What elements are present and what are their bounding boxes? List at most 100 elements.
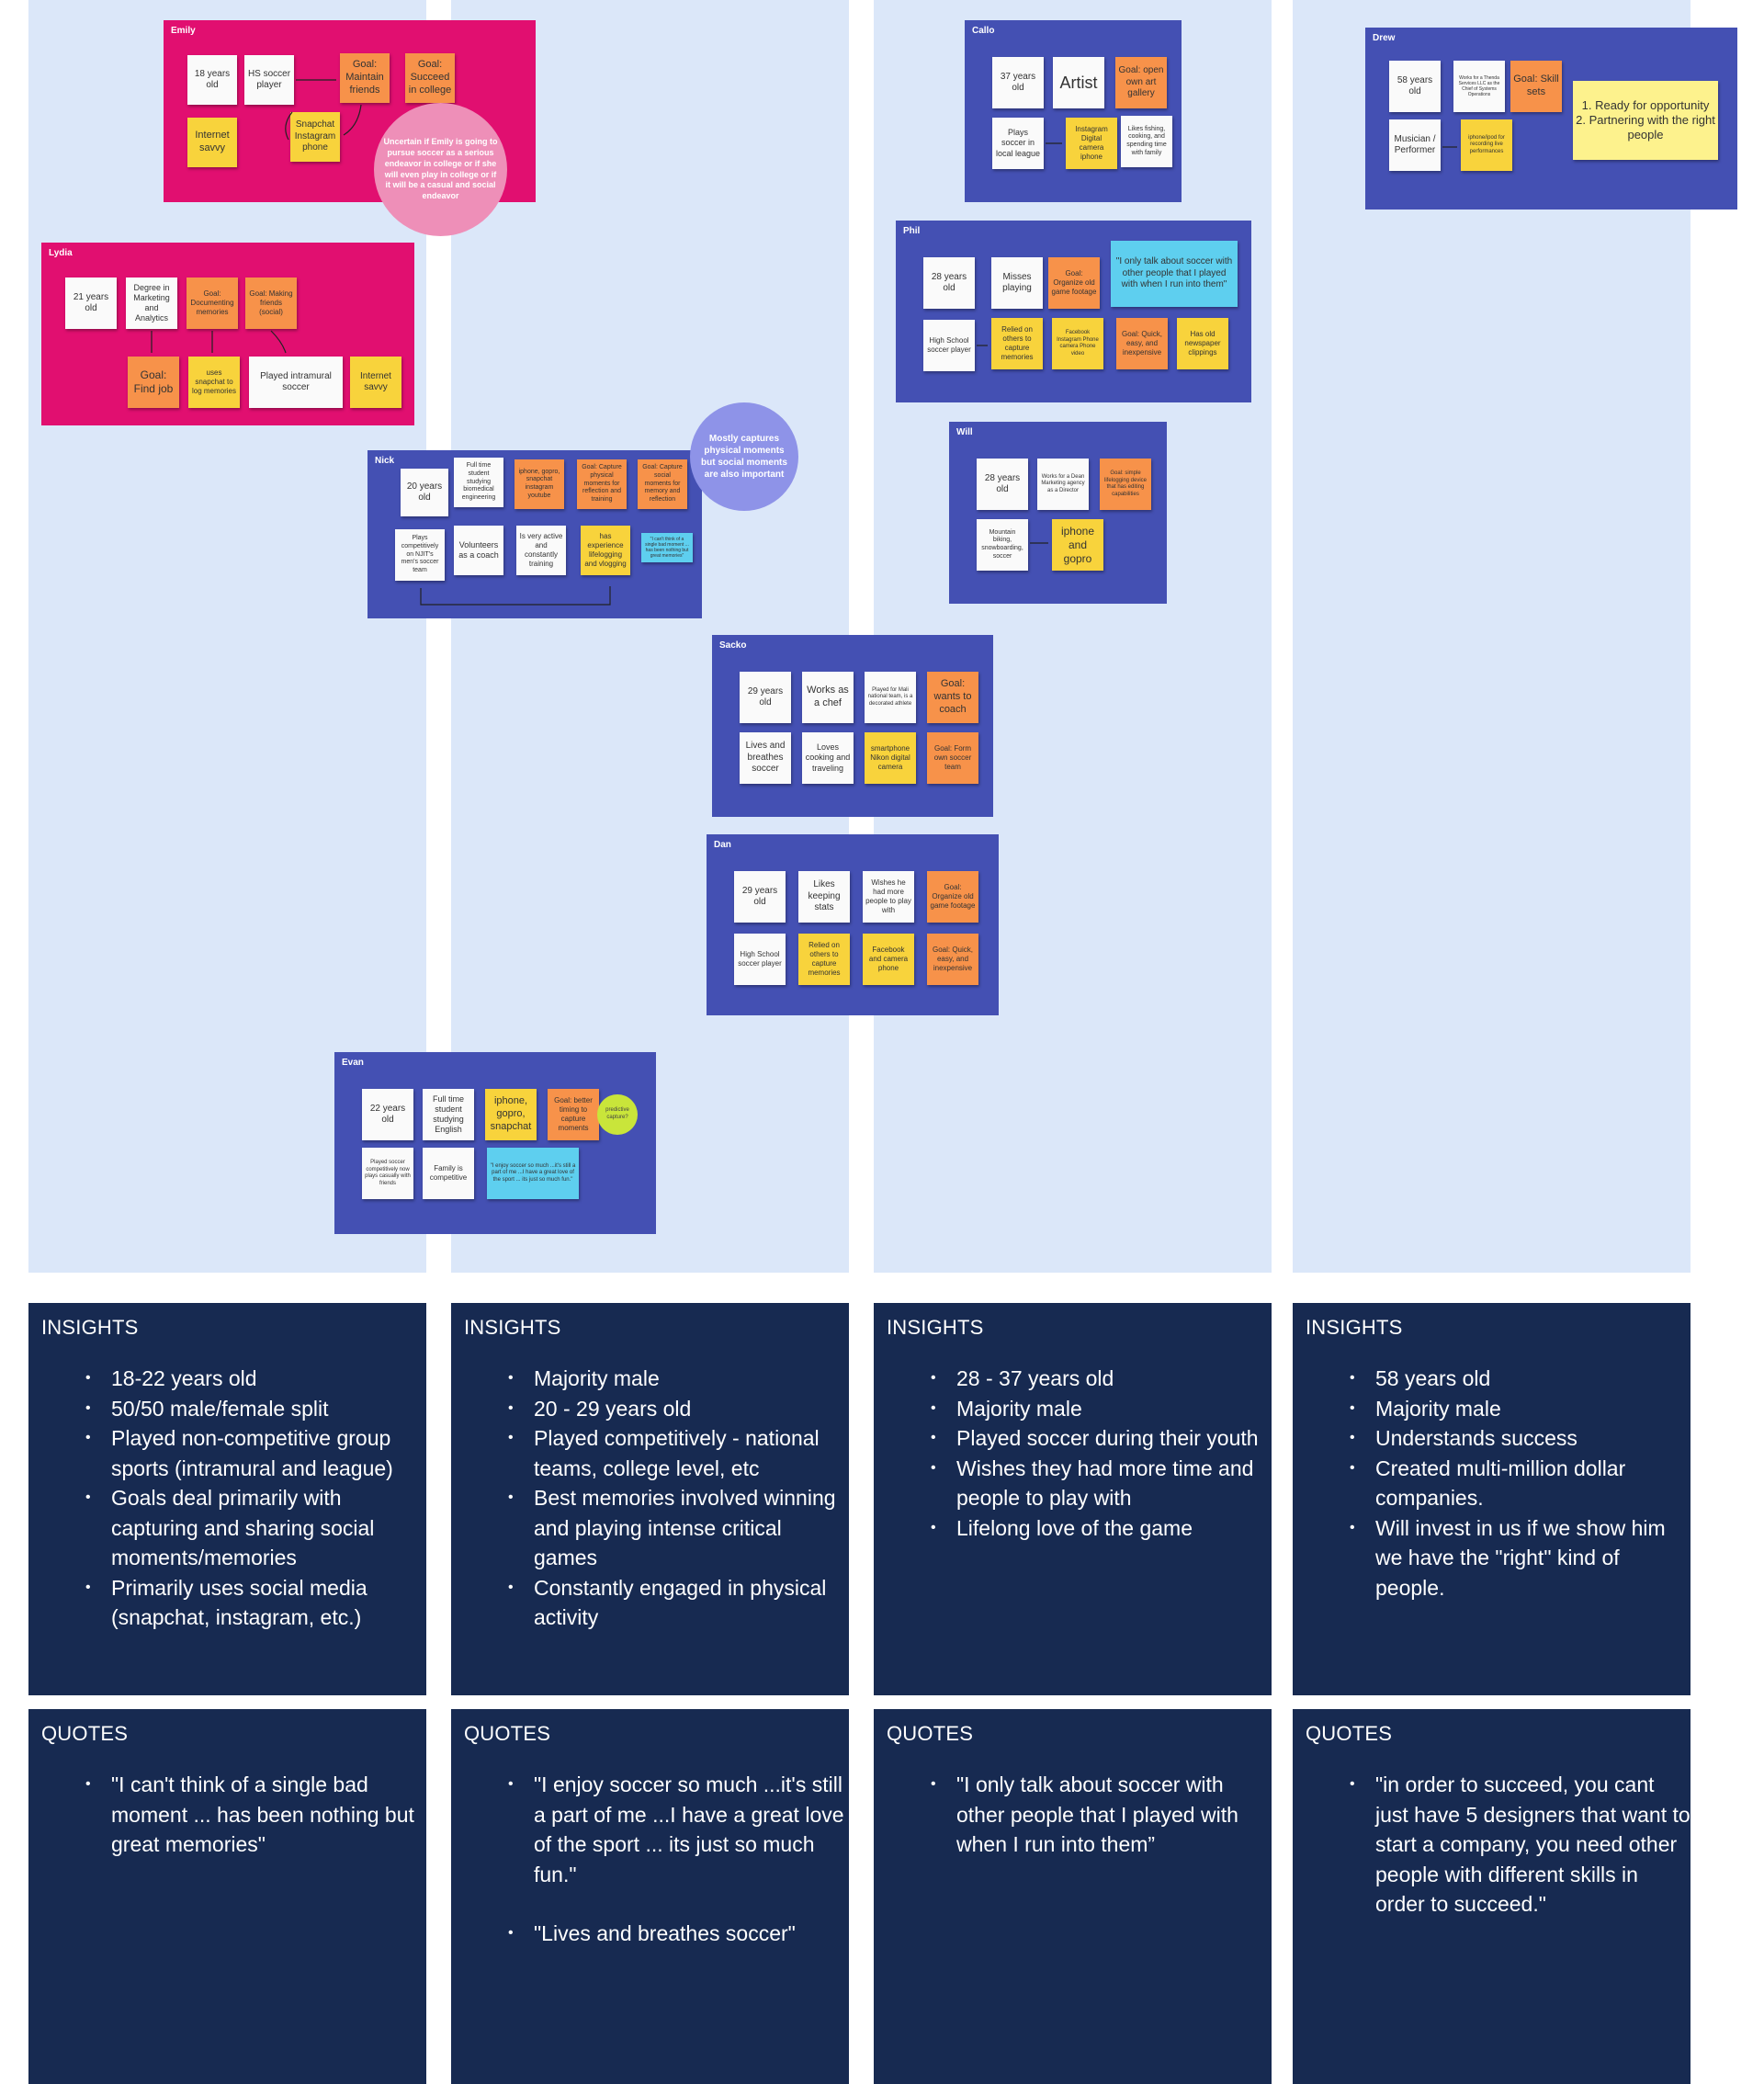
annotation-circle[interactable]: Uncertain if Emily is going to pursue so… (374, 103, 507, 236)
insight-item: Understands success (1350, 1423, 1690, 1454)
sticky-note[interactable]: 29 years old (740, 672, 791, 723)
sticky-note[interactable]: Works as a chef (802, 672, 854, 723)
sticky-note[interactable]: Works for a Dean Marketing agency as a D… (1037, 459, 1089, 510)
sticky-note[interactable]: Lives and breathes soccer (740, 732, 791, 784)
sticky-note[interactable]: 58 years old (1389, 61, 1441, 112)
sticky-note[interactable]: Internet savvy (187, 118, 237, 167)
sticky-note[interactable]: Plays soccer in local league (992, 118, 1044, 169)
sticky-note[interactable]: uses snapchat to log memories (188, 357, 240, 408)
sticky-note[interactable]: 22 years old (362, 1089, 413, 1140)
sticky-note[interactable]: "I can't think of a single bad moment ..… (641, 533, 693, 562)
sticky-note[interactable]: Goal: Organize old game footage (927, 871, 978, 923)
annotation-circle[interactable]: predictive capture? (597, 1094, 638, 1135)
sticky-note[interactable]: Goal: Form own soccer team (927, 732, 978, 784)
sticky-note[interactable]: High School soccer player (923, 320, 975, 371)
sticky-note[interactable]: "I only talk about soccer with other peo… (1111, 241, 1238, 307)
sticky-note[interactable]: Internet savvy (350, 357, 401, 408)
sticky-note[interactable]: Goal: Maintain friends (340, 53, 390, 103)
insight-item: 58 years old (1350, 1364, 1690, 1394)
sticky-note[interactable]: Misses playing (991, 257, 1043, 309)
persona-frame-drew[interactable]: Drew 58 years old Works for a Thenda Ser… (1365, 28, 1737, 210)
sticky-note[interactable]: Played intramural soccer (249, 357, 343, 408)
sticky-note[interactable]: Goal: Quick, easy, and inexpensive (927, 934, 978, 985)
sticky-note[interactable]: Goal: Succeed in college (405, 53, 455, 103)
sticky-note[interactable]: iphone, gopro, snapchat instagram youtub… (514, 459, 564, 509)
sticky-note[interactable]: Likes keeping stats (798, 871, 850, 923)
sticky-note[interactable]: Goal: better timing to capture moments (548, 1089, 599, 1140)
sticky-note[interactable]: Goal: Capture social moments for memory … (638, 459, 687, 509)
sticky-note[interactable]: Goal: Making friends (social) (245, 277, 297, 329)
frame-title: Drew (1373, 33, 1396, 43)
sticky-note[interactable]: Goal: Documenting memories (187, 277, 238, 329)
sticky-note[interactable]: has experience lifelogging and vlogging (581, 526, 630, 575)
sticky-note[interactable]: 1. Ready for opportunity 2. Partnering w… (1573, 81, 1718, 160)
persona-frame-evan[interactable]: Evan 22 years old Full time student stud… (334, 1052, 656, 1234)
sticky-note[interactable]: Is very active and constantly training (516, 526, 566, 575)
sticky-note[interactable]: Full time student studying English (423, 1089, 474, 1140)
sticky-note[interactable]: 20 years old (401, 469, 448, 516)
sticky-note[interactable]: Played for Mali national team, is a deco… (865, 672, 916, 723)
sticky-note[interactable]: HS soccer player (244, 55, 294, 105)
sticky-note[interactable]: Works for a Thenda Services LLC as the C… (1453, 61, 1505, 112)
sticky-note[interactable]: Has old newspaper clippings (1177, 318, 1228, 369)
sticky-note[interactable]: Relied on others to capture memories (798, 934, 850, 985)
frame-title: Nick (375, 456, 395, 466)
insight-item: 50/50 male/female split (85, 1394, 426, 1424)
sticky-note[interactable]: 18 years old (187, 55, 237, 105)
insight-item: Created multi-million dollar companies. (1350, 1454, 1690, 1513)
sticky-note[interactable]: Wishes he had more people to play with (863, 871, 914, 923)
persona-frame-lydia[interactable]: Lydia 21 years old Degree in Marketing a… (41, 243, 414, 425)
sticky-note[interactable]: Mountain biking, snowboarding, soccer (977, 519, 1028, 571)
sticky-note[interactable]: Goal: wants to coach (927, 672, 978, 723)
insights-panel: INSIGHTS Majority male 20 - 29 years old… (451, 1303, 849, 1695)
sticky-note[interactable]: Goal: Capture physical moments for refle… (577, 459, 627, 509)
persona-frame-dan[interactable]: Dan 29 years old Likes keeping stats Wis… (707, 834, 999, 1015)
sticky-note[interactable]: Volunteers as a coach (454, 526, 503, 575)
persona-frame-sacko[interactable]: Sacko 29 years old Works as a chef Playe… (712, 635, 993, 817)
insights-heading: INSIGHTS (464, 1316, 561, 1339)
sticky-note[interactable]: Relied on others to capture memories (991, 318, 1043, 369)
sticky-note[interactable]: Facebook Instagram Phone camera Phone vi… (1052, 318, 1103, 369)
frame-title: Phil (903, 226, 921, 236)
sticky-note[interactable]: 29 years old (734, 871, 786, 923)
sticky-note[interactable]: Family is competitive (423, 1148, 474, 1199)
sticky-note[interactable]: Artist (1053, 57, 1104, 108)
sticky-note[interactable]: 37 years old (992, 57, 1044, 108)
sticky-note[interactable]: iphone, gopro, snapchat (485, 1089, 537, 1140)
sticky-note[interactable]: Goal: Skill sets (1510, 61, 1562, 112)
persona-frame-callo[interactable]: Callo 37 years old Artist Goal: open own… (965, 20, 1182, 202)
sticky-note[interactable]: 28 years old (923, 257, 975, 309)
sticky-note[interactable]: Full time student studying biomedical en… (454, 458, 503, 507)
quotes-list: "I only talk about soccer with other peo… (931, 1770, 1272, 1860)
connector-arrows (1046, 142, 1062, 144)
sticky-note[interactable]: Likes fishing, cooking, and spending tim… (1121, 116, 1172, 167)
sticky-note[interactable]: Loves cooking and traveling (802, 732, 854, 784)
sticky-note[interactable]: Played soccer competitively now plays ca… (362, 1148, 413, 1199)
sticky-note[interactable]: 21 years old (65, 277, 117, 329)
insight-item: Will invest in us if we show him we have… (1350, 1513, 1690, 1603)
sticky-note[interactable]: iphone and gopro (1052, 519, 1103, 571)
sticky-note[interactable]: smartphone Nikon digital camera (865, 732, 916, 784)
sticky-note[interactable]: Plays competitively on NJIT's men's socc… (395, 529, 445, 581)
persona-frame-nick[interactable]: Nick 20 years old Full time student stud… (368, 450, 702, 618)
sticky-note[interactable]: Instagram Digital camera iphone (1066, 118, 1117, 169)
sticky-note[interactable]: High School soccer player (734, 934, 786, 985)
persona-frame-phil[interactable]: Phil 28 years old Misses playing Goal: O… (896, 221, 1251, 402)
sticky-note[interactable]: Goal: open own art gallery (1115, 57, 1167, 108)
sticky-note[interactable]: "I enjoy soccer so much ...it's still a … (487, 1148, 579, 1199)
sticky-note[interactable]: Goal: simple lifelogging device that has… (1100, 459, 1151, 510)
sticky-note[interactable]: Snapchat Instagram phone (290, 112, 340, 162)
insights-list: 58 years old Majority male Understands s… (1350, 1364, 1690, 1603)
insight-item: 18-22 years old (85, 1364, 426, 1394)
annotation-circle[interactable]: Mostly captures physical moments but soc… (690, 402, 798, 511)
sticky-note[interactable]: Degree in Marketing and Analytics (126, 277, 177, 329)
sticky-note[interactable]: Musician / Performer (1389, 119, 1441, 171)
sticky-note[interactable]: iphone/ipod for recording live performan… (1461, 119, 1512, 171)
sticky-note[interactable]: 28 years old (977, 459, 1028, 510)
persona-frame-will[interactable]: Will 28 years old Works for a Dean Marke… (949, 422, 1167, 604)
insights-heading: INSIGHTS (41, 1316, 139, 1339)
sticky-note[interactable]: Goal: Organize old game footage (1048, 257, 1100, 309)
sticky-note[interactable]: Goal: Find job (128, 357, 179, 408)
sticky-note[interactable]: Goal: Quick, easy, and inexpensive (1116, 318, 1168, 369)
sticky-note[interactable]: Facebook and camera phone (863, 934, 914, 985)
